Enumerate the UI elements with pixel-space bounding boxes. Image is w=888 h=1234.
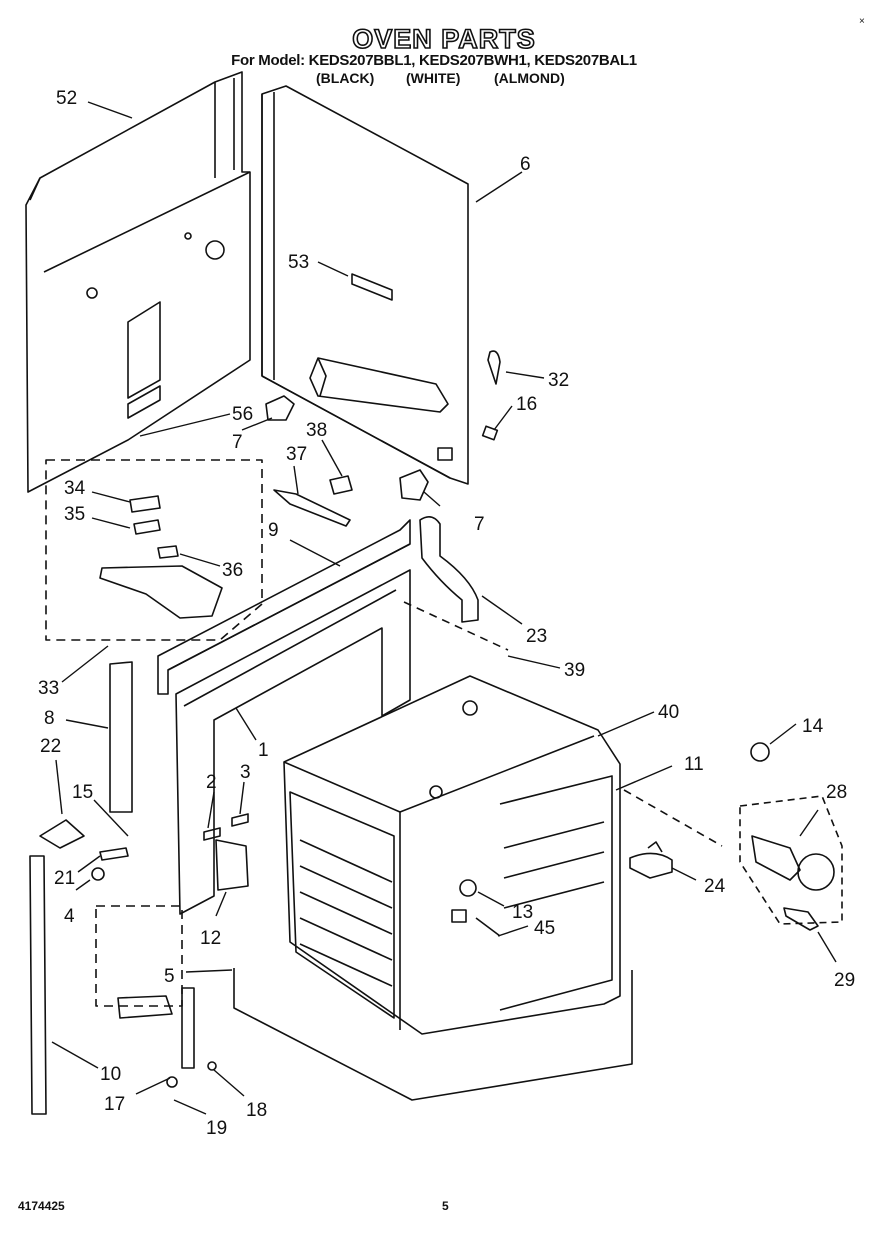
leader-lines <box>51 101 837 1115</box>
callout-22: 22 <box>40 736 61 757</box>
callout-52: 52 <box>56 88 77 109</box>
light-socket-drawing <box>751 835 801 881</box>
roller-drawing <box>91 867 105 881</box>
sensor-probe-drawing <box>273 489 351 527</box>
retaining-screw-drawing <box>207 1061 217 1071</box>
callout-35: 35 <box>64 504 85 525</box>
oven-base-drawing <box>233 968 633 1101</box>
callout-3: 3 <box>240 762 251 783</box>
callout-29: 29 <box>834 970 855 991</box>
callout-15: 15 <box>72 782 93 803</box>
model-list: For Model: KEDS207BBL1, KEDS207BWH1, KED… <box>231 52 637 69</box>
callout-34: 34 <box>64 478 86 499</box>
callout-39: 39 <box>564 660 585 681</box>
washer-drawing <box>750 742 770 762</box>
callout-16: 16 <box>516 394 537 415</box>
screw-drawing <box>231 813 249 827</box>
callout-40: 40 <box>658 702 679 723</box>
spacer-drawing <box>157 545 179 559</box>
corner-mark: × <box>859 16 865 27</box>
document-number: 4174425 <box>18 1199 65 1213</box>
callout-8: 8 <box>44 708 55 729</box>
callout-11: 11 <box>684 754 704 775</box>
pivot-screw-drawing <box>166 1076 178 1088</box>
insulator-left-drawing <box>265 395 295 421</box>
callout-10: 10 <box>100 1064 121 1085</box>
callout-38: 38 <box>306 420 327 441</box>
plug-drawing <box>329 475 353 495</box>
callout-21: 21 <box>54 868 75 889</box>
sensor-drawing <box>451 909 501 937</box>
hinge-receiver-drawing <box>215 839 249 891</box>
callout-32: 32 <box>548 370 569 391</box>
door-trim-drawing <box>29 855 47 1115</box>
bracket-drawing <box>481 425 499 441</box>
socket-wire-leader <box>623 789 723 847</box>
gasket-drawing <box>133 519 161 535</box>
spring-pin-drawing <box>203 827 221 841</box>
side-panel-drawing <box>261 85 469 485</box>
ground-wire-leader <box>403 601 509 651</box>
callout-9: 9 <box>268 520 279 541</box>
callout-56: 56 <box>232 404 253 425</box>
latch-group-outline <box>45 459 263 641</box>
light-lens-drawing <box>459 879 477 897</box>
spring-drawing <box>39 819 85 849</box>
color-black: (BLACK) <box>316 70 375 86</box>
page-number: 5 <box>442 1199 449 1213</box>
pin-drawing <box>99 847 129 861</box>
callout-14: 14 <box>802 716 824 737</box>
callout-7-right: 7 <box>474 514 485 535</box>
part-callouts: 52 6 53 32 16 56 7 38 37 34 35 36 9 7 23… <box>38 88 855 1139</box>
callout-19: 19 <box>206 1118 227 1139</box>
callout-7-left: 7 <box>232 432 243 453</box>
diagram-title: OVEN PARTS <box>351 23 536 55</box>
insulator-right-drawing <box>399 469 429 501</box>
callout-13: 13 <box>512 902 533 923</box>
top-frame-drawing <box>157 519 411 695</box>
callout-1: 1 <box>258 740 269 761</box>
callout-23: 23 <box>526 626 547 647</box>
callout-6: 6 <box>520 154 531 175</box>
callout-33: 33 <box>38 678 59 699</box>
thermostat-drawing <box>629 841 673 879</box>
terminal-block-drawing <box>351 273 393 301</box>
callout-17: 17 <box>104 1094 125 1115</box>
color-white: (WHITE) <box>406 70 461 86</box>
light-cover-drawing <box>797 853 835 891</box>
light-bulb-drawing <box>783 907 819 931</box>
rear-panel-drawing <box>25 71 251 493</box>
oven-cavity-drawing <box>283 675 621 1035</box>
callout-53: 53 <box>288 252 309 273</box>
heat-shield-drawing <box>109 661 133 813</box>
door-latch-drawing <box>99 565 223 619</box>
callout-36: 36 <box>222 560 243 581</box>
hinge-arm-drawing <box>117 995 173 1019</box>
callout-24: 24 <box>704 876 726 897</box>
callout-4: 4 <box>64 906 75 927</box>
callout-37: 37 <box>286 444 307 465</box>
vent-duct-drawing <box>419 516 479 623</box>
light-socket-group-outline <box>739 795 843 925</box>
hinge-drawing <box>181 987 195 1069</box>
front-frame-drawing <box>175 569 411 915</box>
hinge-group-outline <box>95 905 183 1007</box>
callout-45: 45 <box>534 918 555 939</box>
switch-drawing <box>129 495 161 513</box>
callout-12: 12 <box>200 928 221 949</box>
callout-18: 18 <box>246 1100 267 1121</box>
clip-drawing <box>487 350 501 385</box>
callout-2: 2 <box>206 772 217 793</box>
callout-5: 5 <box>164 966 175 987</box>
callout-28: 28 <box>826 782 847 803</box>
color-almond: (ALMOND) <box>494 70 565 86</box>
